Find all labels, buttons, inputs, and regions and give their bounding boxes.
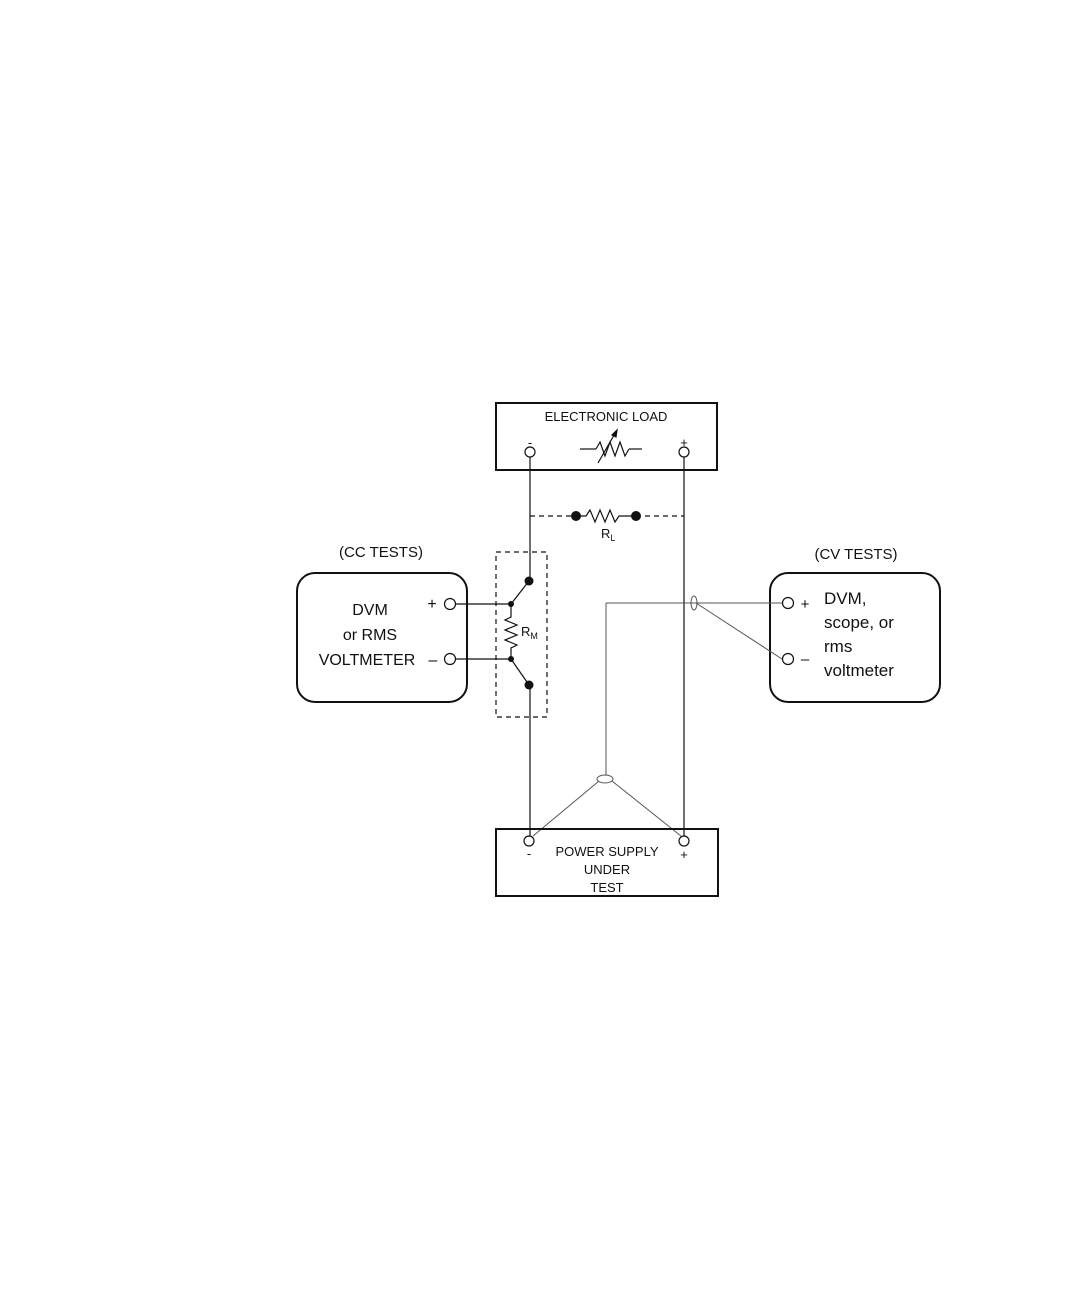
cv-meter-line3: rms	[824, 637, 852, 656]
monitor-resistor-label: RM	[521, 624, 538, 641]
cv-sense-leads	[533, 596, 782, 836]
cv-tests-meter-block: (CV TESTS) DVM, scope, or rms voltmeter …	[770, 546, 940, 702]
cv-meter-line4: voltmeter	[824, 661, 894, 680]
cv-tests-caption: (CV TESTS)	[814, 546, 897, 563]
load-resistor-icon	[576, 510, 636, 522]
electronic-load-title: ELECTRONIC LOAD	[545, 409, 668, 424]
cv-meter-minus-terminal	[783, 654, 794, 665]
cc-meter-line3: VOLTMETER	[319, 652, 416, 669]
power-supply-block: - + POWER SUPPLY UNDER TEST	[496, 829, 718, 896]
cv-meter-plus-label: +	[801, 596, 810, 613]
cc-meter-plus-label: +	[427, 596, 436, 613]
cc-meter-plus-terminal	[445, 599, 456, 610]
power-supply-line3: TEST	[590, 880, 623, 895]
power-supply-line2: UNDER	[584, 862, 630, 877]
cc-tests-meter-block: (CC TESTS) DVM or RMS VOLTMETER + –	[297, 544, 511, 702]
supply-plus-terminal	[679, 836, 689, 846]
cv-meter-line2: scope, or	[824, 613, 894, 632]
load-resistor-label: RL	[601, 526, 615, 543]
supply-plus-label: +	[680, 847, 688, 862]
load-plus-terminal	[679, 447, 689, 457]
monitor-resistor-icon	[505, 604, 517, 659]
cc-meter-line1: DVM	[352, 602, 388, 619]
load-resistor-branch: RL	[530, 510, 684, 543]
cc-meter-minus-label: –	[429, 652, 438, 669]
load-minus-terminal	[525, 447, 535, 457]
cv-meter-plus-terminal	[783, 598, 794, 609]
main-wiring	[530, 457, 684, 836]
cc-meter-line2: or RMS	[343, 627, 397, 644]
supply-minus-label: -	[527, 846, 531, 861]
supply-minus-terminal	[524, 836, 534, 846]
cv-meter-line1: DVM,	[824, 589, 867, 608]
monitor-resistor-assembly: RM	[496, 552, 547, 717]
variable-resistor-icon	[580, 430, 642, 463]
cv-lower-twist-icon	[597, 775, 613, 783]
cv-meter-minus-label: –	[801, 651, 810, 668]
cc-meter-minus-terminal	[445, 654, 456, 665]
cc-tests-caption: (CC TESTS)	[339, 544, 423, 561]
power-supply-line1: POWER SUPPLY	[555, 844, 658, 859]
